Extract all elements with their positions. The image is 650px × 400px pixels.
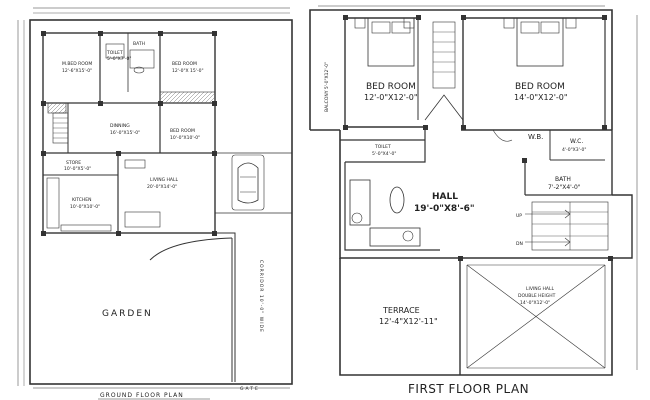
gf-dining-size: 16'-0"X15'-0" xyxy=(110,130,140,136)
ground-floor-plan xyxy=(17,7,293,389)
ff-bed2-label: BED ROOM xyxy=(515,82,565,92)
ff-bed1-size: 12'-0"X12'-0" xyxy=(364,93,418,102)
ff-toilet-size: 5'-0"X4'-0" xyxy=(372,151,396,157)
ff-stair-dn: DN xyxy=(516,241,523,247)
coffee-table xyxy=(389,186,405,214)
ff-caption: FIRST FLOOR PLAN xyxy=(408,382,529,396)
ff-terrace-size: 12'-4"X12'-11" xyxy=(379,317,438,326)
gf-master-bed-size: 12'-6"X15'-0" xyxy=(62,68,92,74)
gf-store-size: 10'-0"X5'-0" xyxy=(64,166,91,172)
ff-bed1-label: BED ROOM xyxy=(366,82,416,92)
ff-living-size: 14'-0"X12'-0" xyxy=(520,300,550,306)
ff-bath-size: 7'-2"X4'-0" xyxy=(548,184,581,191)
bed-2-furniture xyxy=(503,17,577,67)
ground-house-walls xyxy=(42,32,216,234)
ff-toilet-label: TOILET xyxy=(374,144,391,150)
ff-bath-label: BATH xyxy=(555,176,571,183)
gf-gate-label: GATE xyxy=(240,386,260,392)
gf-bath-label: BATH xyxy=(133,41,145,47)
ff-hall-size: 19'-0"X8'-6" xyxy=(414,204,475,214)
ff-wc-size: 4'-0"X3'-0" xyxy=(562,147,586,153)
gf-caption: GROUND FLOOR PLAN xyxy=(100,392,184,399)
ff-wb-label: W.B. xyxy=(528,133,543,141)
ff-living-sub: DOUBLE HEIGHT xyxy=(518,293,556,299)
gf-bed2-size: 10'-0"X10'-0" xyxy=(170,135,200,141)
ff-wc-label: W.C. xyxy=(570,138,583,145)
first-floor-plan xyxy=(309,5,638,376)
ff-hall-label: HALL xyxy=(432,192,458,202)
car-icon xyxy=(237,162,259,204)
bed-1-furniture xyxy=(354,17,415,67)
gf-toilet-label: TOILET xyxy=(106,50,123,56)
parking-bay xyxy=(231,154,265,211)
gf-master-bed-label: M.BED ROOM xyxy=(62,61,92,67)
sofa xyxy=(349,179,371,226)
gf-toilet-size: 5'-0"X7'-0" xyxy=(107,56,131,62)
ff-terrace-label: TERRACE xyxy=(382,306,420,315)
gf-living-size: 20'-0"X14'-0" xyxy=(147,184,177,190)
ff-balcony-label: BALCONY 5'-0"X12'-0" xyxy=(324,62,330,112)
gf-bed2-label: BED ROOM xyxy=(170,128,195,134)
ground-plot-boundary xyxy=(29,19,293,385)
ff-bed2-size: 14'-0"X12'-0" xyxy=(514,93,568,102)
gf-bed-label: BED ROOM xyxy=(172,61,197,67)
ff-living-label: LIVING HALL xyxy=(526,286,554,292)
gf-dining-label: DINNING xyxy=(110,123,130,129)
gf-bed-size: 12'-0"X 15'-0" xyxy=(172,68,204,74)
ff-stair-up: UP xyxy=(516,213,522,219)
gf-store-label: STORE xyxy=(66,160,81,166)
gf-kitchen-size: 10'-0"X10'-0" xyxy=(70,204,100,210)
gf-corridor-label: CORRIDOR 10'-0" WIDE xyxy=(258,260,264,333)
gf-living-label: LIVING HALL xyxy=(150,177,178,183)
gf-kitchen-label: KITCHEN xyxy=(72,197,92,203)
gf-garden-label: GARDEN xyxy=(102,309,153,319)
